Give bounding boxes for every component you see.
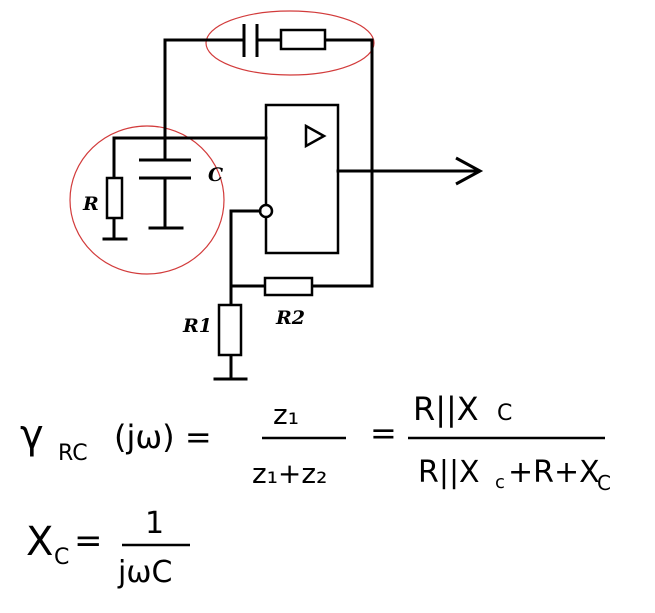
transfer-function-formula: γ RC (jω) = z₁ z₁+z₂ = R||X C R||X c +R+…	[20, 390, 611, 495]
xc-numerator: 1	[145, 506, 164, 541]
xc-lhs-sub: C	[54, 545, 69, 570]
frac2-numerator-sub: C	[497, 401, 512, 426]
xc-denominator: jωC	[117, 555, 172, 590]
frac2-denominator-sub: c	[495, 472, 505, 493]
xc-equals: =	[74, 521, 103, 561]
frac1-numerator: z₁	[273, 398, 299, 431]
label-r2: R2	[275, 307, 305, 329]
frac2-denominator-rest: +R+X	[508, 455, 600, 490]
inverting-input-circle	[258, 203, 274, 219]
resistor-r1	[217, 303, 243, 357]
frac2-numerator: R||X	[413, 390, 479, 428]
output-arrow-icon	[336, 156, 484, 186]
resistor-r	[105, 176, 124, 220]
frac2-denominator-sub2: C	[597, 471, 611, 495]
formula-gamma: γ	[20, 412, 44, 458]
op-amp-body	[264, 103, 340, 255]
formula-gamma-sub: RC	[58, 441, 88, 466]
input-wires	[112, 136, 268, 240]
reactance-formula: X C = 1 jωC	[26, 506, 190, 590]
frac2-denominator: R||X	[418, 455, 480, 490]
label-r1: R1	[182, 315, 212, 337]
parallel-rc-highlight	[69, 125, 225, 275]
label-r: R	[82, 193, 99, 215]
resistor-r2	[263, 276, 314, 297]
frac1-denominator: z₁+z₂	[252, 457, 327, 490]
formula-argument: (jω) =	[114, 418, 212, 456]
top-feedback-wires	[163, 38, 374, 288]
inverting-input-wires	[213, 209, 374, 381]
series-resistor	[279, 28, 327, 51]
formula-equals: =	[370, 414, 397, 452]
shunt-capacitor-c	[139, 158, 191, 230]
feedback-rc-highlight	[205, 10, 375, 76]
xc-lhs: X	[26, 519, 53, 565]
op-amp-triangle-icon	[304, 123, 327, 149]
series-capacitor	[242, 24, 259, 57]
label-c: C	[208, 164, 223, 186]
